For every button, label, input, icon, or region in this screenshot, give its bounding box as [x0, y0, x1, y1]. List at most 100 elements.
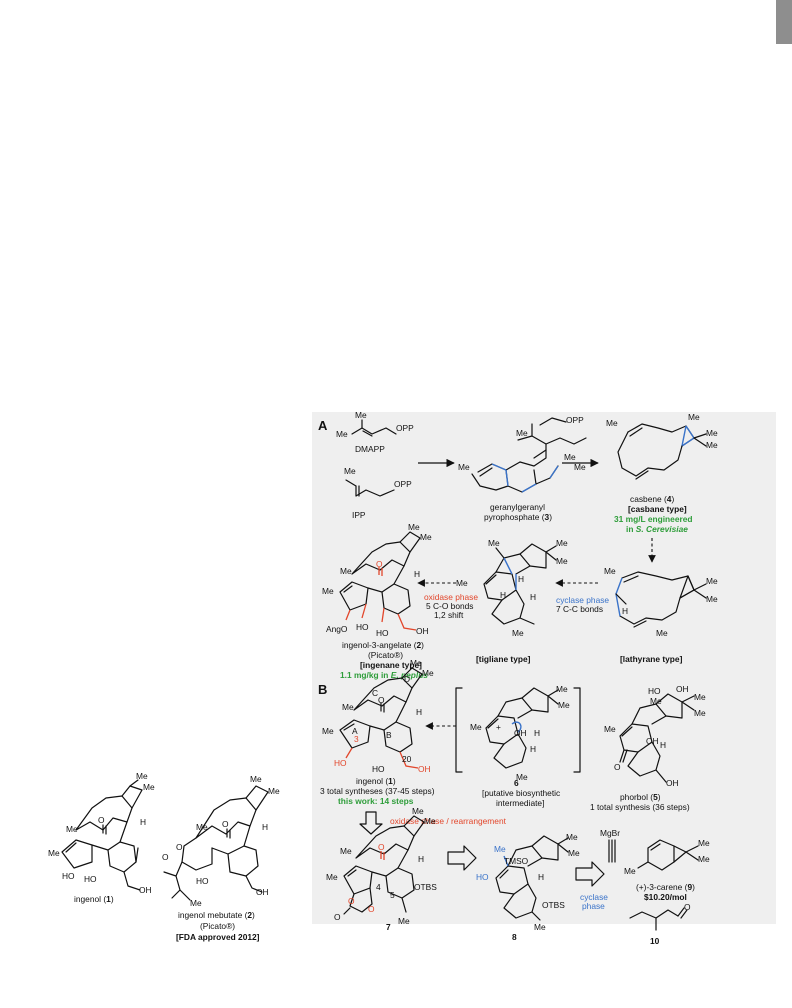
ingenol3-type: [ingenane type]: [360, 660, 422, 670]
phorbol-structure: HO OH OH OH O H Me Me Me Me phorbol (5) …: [590, 684, 706, 812]
six-oh: OH: [514, 728, 527, 738]
panel-b-label: B: [318, 682, 327, 697]
ten-o: O: [684, 902, 691, 912]
ingenol-b-ring-d: D: [404, 674, 410, 684]
ipp-opp: OPP: [394, 479, 412, 489]
seven-h: H: [418, 854, 424, 864]
tigliane-me1: Me: [456, 578, 468, 588]
ten-num: 10: [650, 936, 660, 946]
phorbol-ho: HO: [648, 686, 661, 696]
seven-o4: O: [334, 912, 341, 922]
page-edge-tab: [776, 0, 792, 44]
ingenol-b-syntheses: 3 total syntheses (37-45 steps): [320, 786, 435, 796]
figure-panel-background: [312, 412, 776, 924]
seven-o1: O: [378, 842, 385, 852]
eight-me-blue: Me: [494, 844, 506, 854]
mebutate-o3: O: [176, 842, 183, 852]
compound-7-structure: O O O O 4 5 H Me Me Me Me Me OTBS 7: [326, 806, 437, 932]
ingenol3-ho1: HO: [356, 622, 369, 632]
ingenol-left-me3: Me: [143, 782, 155, 792]
seven-me1: Me: [340, 846, 352, 856]
ggpp-name2: pyrophosphate (3): [484, 512, 552, 522]
ingenol-angelate-structure: O H Me Me Me Me AngO HO HO OH ingenol-3-…: [322, 522, 432, 680]
ingenol3-me2: Me: [408, 522, 420, 532]
ingenol-left-me4: Me: [48, 848, 60, 858]
seven-otbs: OTBS: [414, 882, 437, 892]
mebutate-o2: O: [162, 852, 169, 862]
tigliane-me3: Me: [556, 538, 568, 548]
cyclase-label-b1: cyclase: [580, 892, 608, 902]
ggpp-me4: Me: [574, 462, 586, 472]
casbene-yield1: 31 mg/L engineered: [614, 514, 693, 524]
ingenol-left-ho1: HO: [62, 871, 75, 881]
ingenol-b-ho2: HO: [372, 764, 385, 774]
seven-o3: O: [368, 904, 375, 914]
ingenol-left-caption: ingenol (1): [74, 894, 114, 904]
eight-me3: Me: [568, 848, 580, 858]
ggpp-structure: OPP Me Me Me Me geranylgeranyl pyrophosp…: [458, 415, 587, 522]
ingenol3-h: H: [414, 569, 420, 579]
ingenol-b-h: H: [416, 707, 422, 717]
ingenol-left-o: O: [98, 815, 105, 825]
eight-me4: Me: [534, 922, 546, 932]
ingenol-mebutate-structure: O O O H Me Me Me Me HO OH ingenol mebuta…: [162, 774, 280, 942]
ingenol3-ho2: HO: [376, 628, 389, 638]
six-me4: Me: [516, 772, 528, 782]
intermediate-6-structure: Me Me Me Me + OH H H 6 [putative biosynt…: [455, 684, 581, 808]
ingenol3-me4: Me: [322, 586, 334, 596]
phorbol-me1: Me: [604, 724, 616, 734]
seven-me3: Me: [424, 816, 436, 826]
ingenol-b-ring-c: C: [372, 688, 378, 698]
ingenol3-ango: AngO: [326, 624, 348, 634]
ingenol-b-ring-b: B: [386, 730, 392, 740]
dmapp-structure: Me Me OPP DMAPP: [336, 410, 414, 454]
seven-me5: Me: [326, 872, 338, 882]
casbene-name: casbene (4): [630, 494, 674, 504]
ingenol-b-me2: Me: [410, 658, 422, 668]
ingenol-left-oh: OH: [139, 885, 152, 895]
casbene-me1: Me: [606, 418, 618, 428]
seven-me2: Me: [412, 806, 424, 816]
propynyl-grignard: MgBr: [600, 828, 620, 863]
phorbol-name: phorbol (5): [620, 792, 661, 802]
mebutate-ho: HO: [196, 876, 209, 886]
panel-a-label: A: [318, 418, 328, 433]
mebutate-me1: Me: [250, 774, 262, 784]
tigliane-h2: H: [518, 574, 524, 584]
seven-me4: Me: [398, 916, 410, 926]
lathyrane-type: [lathyrane type]: [620, 654, 683, 664]
seven-num: 7: [386, 922, 391, 932]
dmapp-opp: OPP: [396, 423, 414, 433]
carene-me1: Me: [698, 838, 710, 848]
oxidase-shift-label: 1,2 shift: [434, 610, 464, 620]
tigliane-me2: Me: [488, 538, 500, 548]
mebutate-oh: OH: [256, 887, 269, 897]
ingenol-b-ring-a: A: [352, 726, 358, 736]
ingenol3-o: O: [376, 559, 383, 569]
ggpp-me1: Me: [458, 462, 470, 472]
ingenol3-me1: Me: [340, 566, 352, 576]
ingenol-b-ho1: HO: [334, 758, 347, 768]
ingenol-b-o: O: [378, 695, 385, 705]
mebutate-me3: Me: [190, 898, 202, 908]
ingenol-b-atom3: 3: [354, 734, 359, 744]
tigliane-me5: Me: [512, 628, 524, 638]
casbene-yield2: in S. Cerevisiae: [626, 524, 688, 534]
phorbol-syntheses: 1 total synthesis (36 steps): [590, 802, 690, 812]
eight-tmso: TMSO: [504, 856, 529, 866]
lathyrane-me2: Me: [706, 576, 718, 586]
mebutate-h: H: [262, 822, 268, 832]
casbene-type: [casbane type]: [628, 504, 687, 514]
mebutate-o1: O: [222, 819, 229, 829]
tigliane-me4: Me: [556, 556, 568, 566]
ingenol-b-atom20: 20: [402, 754, 412, 764]
six-num: 6: [514, 778, 519, 788]
eight-ho: HO: [476, 872, 489, 882]
mebutate-me2: Me: [268, 786, 280, 796]
phorbol-me4: Me: [650, 696, 662, 706]
mebutate-caption: ingenol mebutate (2): [178, 910, 255, 920]
lathyrane-me3: Me: [706, 594, 718, 604]
grignard-mgbr: MgBr: [600, 828, 620, 838]
mebutate-brand: (Picato®): [200, 921, 235, 931]
